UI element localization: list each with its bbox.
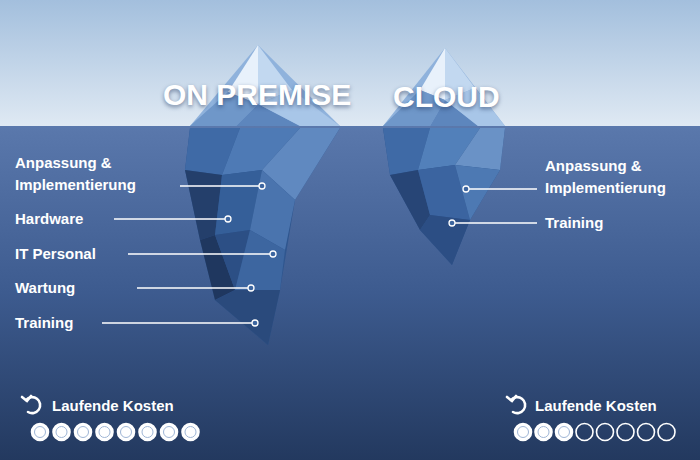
cost-label: Training xyxy=(15,312,73,334)
rating-dot xyxy=(556,424,573,441)
sky xyxy=(0,0,700,126)
rating-dot-ring xyxy=(78,427,89,438)
rating-dot xyxy=(139,424,156,441)
cloud-iceberg xyxy=(383,48,505,265)
rating-dot xyxy=(658,424,675,441)
rating-dot xyxy=(535,424,552,441)
rating-dot xyxy=(96,424,113,441)
rating-dot xyxy=(118,424,135,441)
cost-label: Anpassung & Implementierung xyxy=(15,152,175,196)
cost-label: Training xyxy=(545,212,603,234)
rating-dot-ring xyxy=(142,427,153,438)
rating-dot-ring xyxy=(518,427,529,438)
rating-dot-ring xyxy=(35,427,46,438)
rating-dot-ring xyxy=(99,427,110,438)
cost-label: Anpassung & Implementierung xyxy=(545,155,695,199)
rating-dot-ring xyxy=(121,427,132,438)
rating-dot-ring xyxy=(559,427,570,438)
rating-dot xyxy=(53,424,70,441)
cost-rating-dots xyxy=(32,424,676,441)
section-title: CLOUD xyxy=(393,80,500,113)
rating-dot xyxy=(576,424,593,441)
rating-dot-ring xyxy=(56,427,67,438)
running-costs-label: Laufende Kosten xyxy=(535,395,657,417)
running-costs-label: Laufende Kosten xyxy=(52,395,174,417)
rating-dot xyxy=(32,424,49,441)
rating-dot-ring xyxy=(164,427,175,438)
rating-dot xyxy=(182,424,199,441)
cost-label: Hardware xyxy=(15,208,83,230)
rating-dot-ring xyxy=(538,427,549,438)
rating-dot xyxy=(161,424,178,441)
section-title: ON PREMISE xyxy=(163,78,351,111)
rating-dot xyxy=(597,424,614,441)
leader-lines xyxy=(102,183,537,326)
cost-label: Wartung xyxy=(15,277,75,299)
rating-dot xyxy=(515,424,532,441)
water xyxy=(0,126,700,460)
rating-dot xyxy=(617,424,634,441)
rating-dot-ring xyxy=(185,427,196,438)
rating-dot xyxy=(75,424,92,441)
rating-dot xyxy=(638,424,655,441)
cost-label: IT Personal xyxy=(15,243,96,265)
